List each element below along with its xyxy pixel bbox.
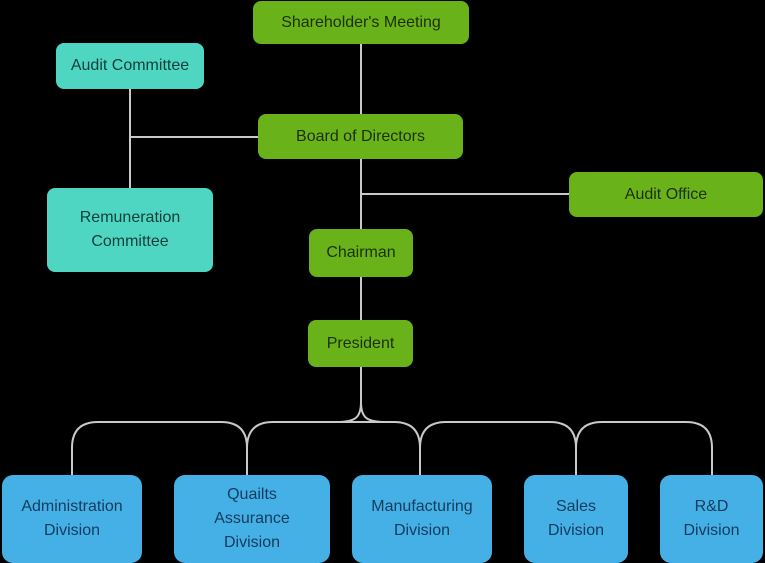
edge-bus-manufacturing-sales xyxy=(419,421,577,475)
edge-bus-quailts-manufacturing xyxy=(246,421,421,475)
node-manufacturing-division: Manufacturing Division xyxy=(352,475,492,563)
node-shareholders-meeting: Shareholder's Meeting xyxy=(253,1,469,44)
node-rd-division: R&D Division xyxy=(660,475,763,563)
node-audit-office: Audit Office xyxy=(569,172,763,217)
node-sales-division: Sales Division xyxy=(524,475,628,563)
node-remuneration-committee: Remuneration Committee xyxy=(47,188,213,272)
node-audit-committee: Audit Committee xyxy=(56,43,204,89)
node-administration-division: Administration Division xyxy=(2,475,142,563)
node-president: President xyxy=(308,320,413,367)
node-chairman: Chairman xyxy=(309,229,413,277)
edge-bus-sales-rd xyxy=(575,421,713,475)
node-board-of-directors: Board of Directors xyxy=(258,114,463,159)
node-quailts-assurance-division: Quailts Assurance Division xyxy=(174,475,330,563)
edge-president-fork xyxy=(336,367,386,423)
edge-bus-admin-quailts xyxy=(71,421,248,475)
